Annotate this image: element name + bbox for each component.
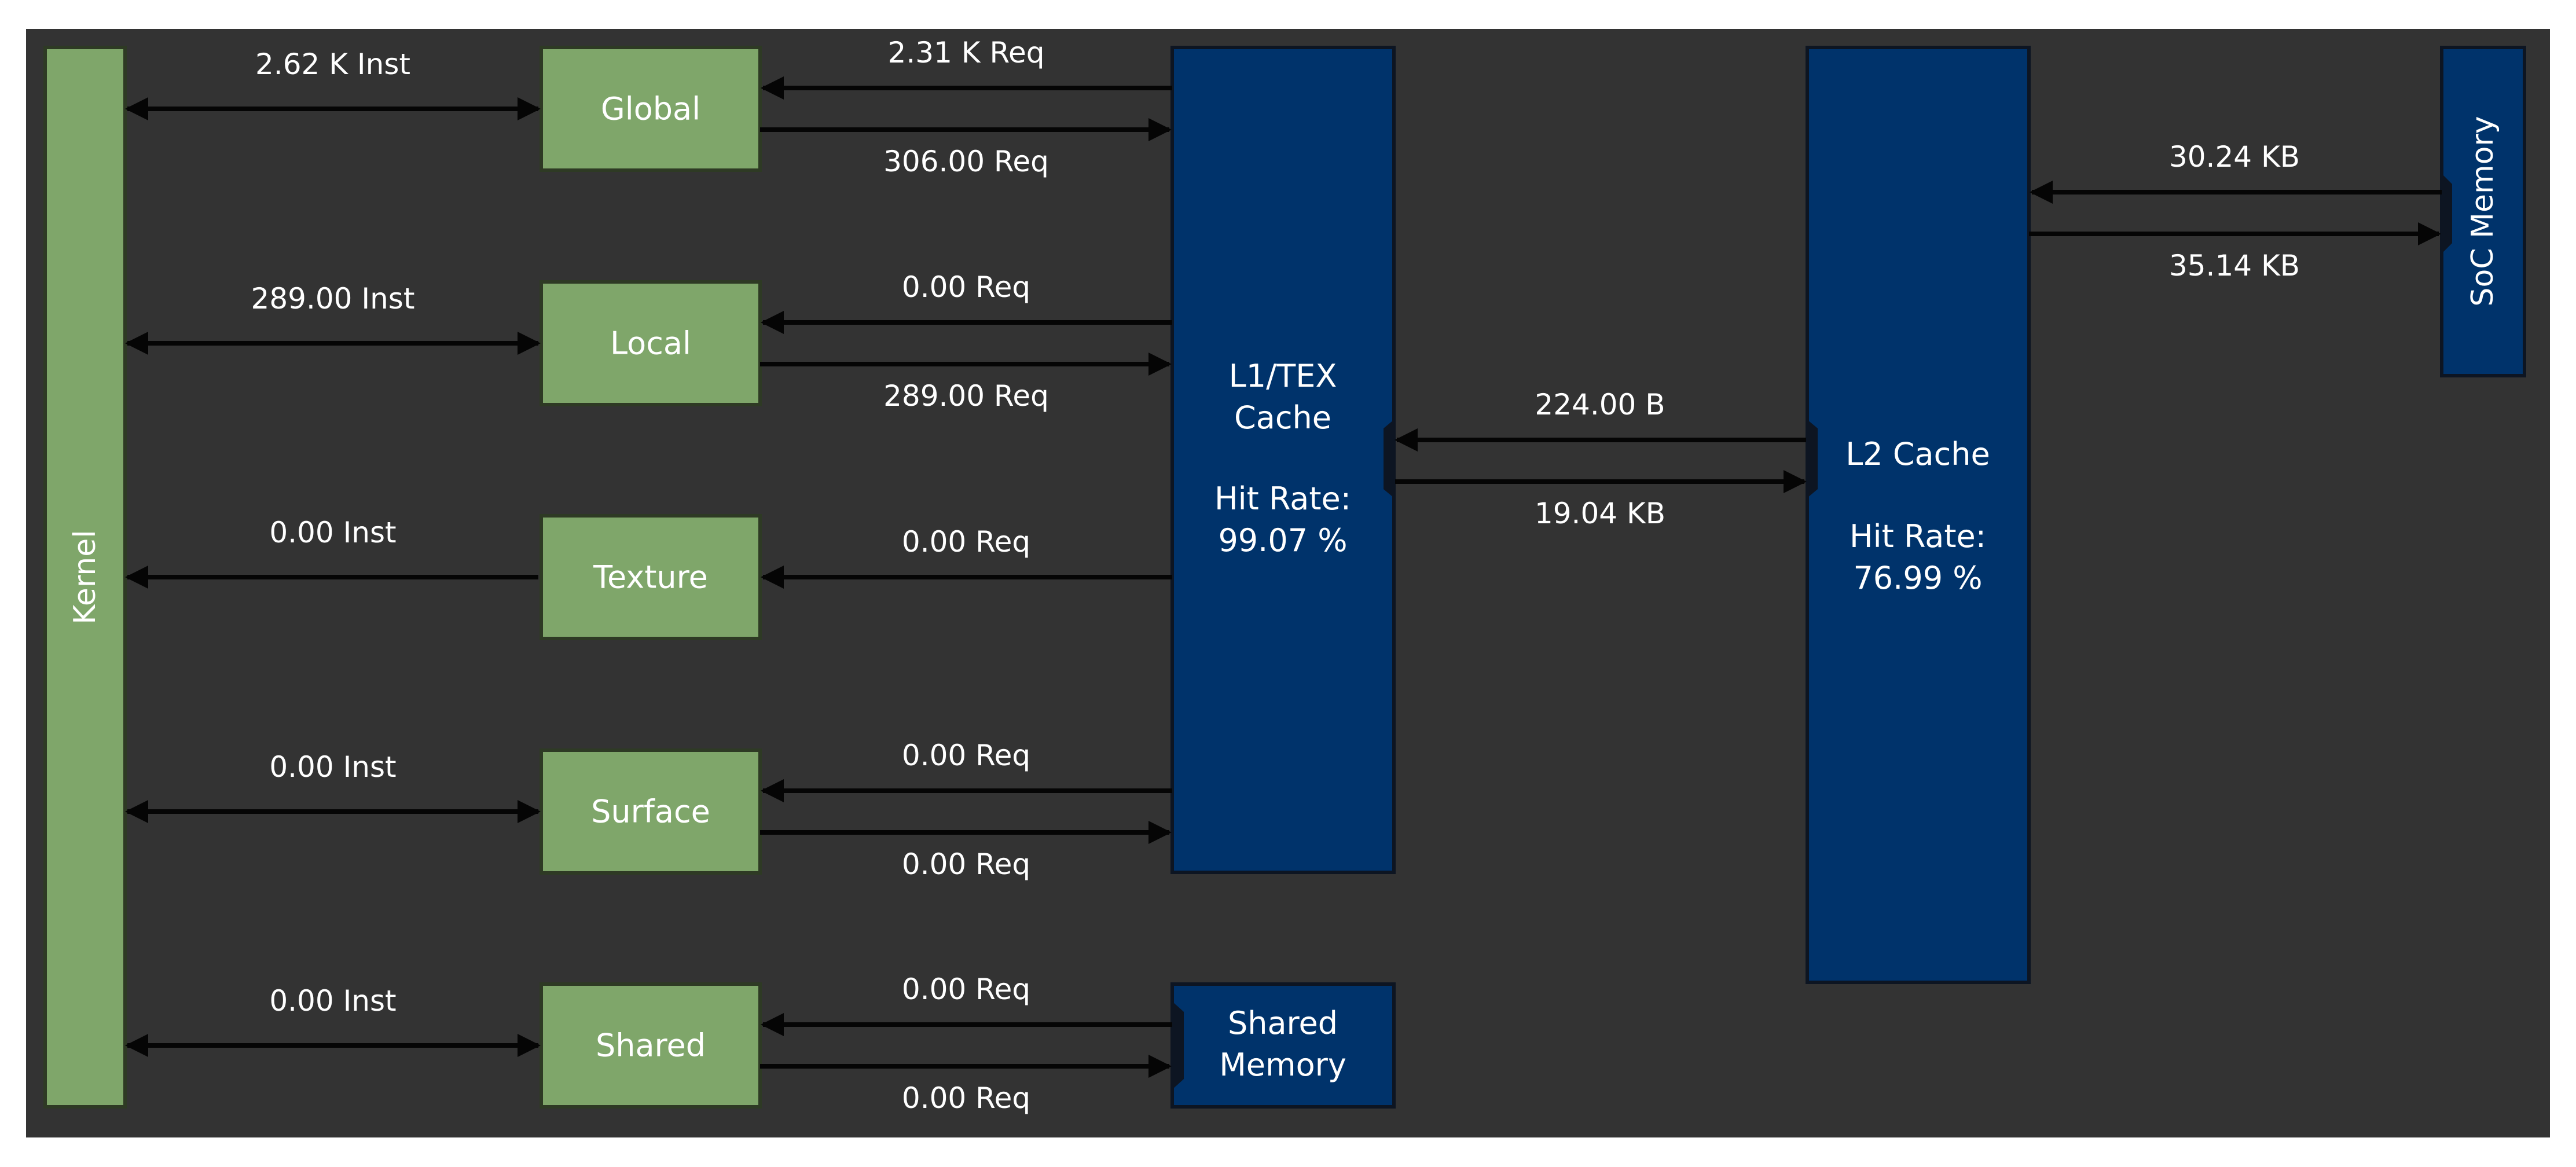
surface-inst-label: 0.00 Inst — [269, 750, 396, 784]
texture-inst-label: 0.00 Inst — [269, 516, 396, 549]
global-inst-label: 2.62 K Inst — [255, 47, 410, 81]
l1-tex-cache-box[interactable] — [1170, 46, 1396, 874]
local-label: Local — [610, 325, 691, 362]
soc-memory-box[interactable] — [2440, 46, 2526, 377]
shared-req-up-label: 0.00 Req — [902, 973, 1030, 1006]
l1-cache-port-notch — [1384, 420, 1394, 498]
shared-memory-box[interactable] — [1170, 982, 1396, 1109]
surface-label: Surface — [591, 794, 710, 830]
l1-cache-title-line1: L1/TEX — [1229, 358, 1337, 394]
shared-req-down-label: 0.00 Req — [902, 1081, 1030, 1115]
l2-cache-box[interactable] — [1806, 46, 2031, 984]
surface-req-up-label: 0.00 Req — [902, 739, 1030, 772]
texture-req-label: 0.00 Req — [902, 525, 1030, 559]
l2-cache-title: L2 Cache — [1845, 436, 1990, 472]
local-inst-label: 289.00 Inst — [251, 282, 415, 315]
kernel-box[interactable] — [43, 46, 127, 1109]
soc-memory-port-notch — [2442, 174, 2452, 254]
kernel-label: Kernel — [68, 530, 102, 624]
shared-inst-label: 0.00 Inst — [269, 984, 396, 1018]
surface-req-down-label: 0.00 Req — [902, 847, 1030, 881]
l2-cache-port-notch — [1807, 420, 1818, 498]
shared-box[interactable] — [540, 982, 762, 1109]
global-req-up-label: 2.31 K Req — [888, 36, 1045, 69]
shared-memory-line1: Shared — [1228, 1005, 1338, 1041]
l1-cache-title-line2: Cache — [1234, 399, 1331, 436]
l1-l2-lower-label: 19.04 KB — [1535, 497, 1665, 530]
shared-memory-line2: Memory — [1219, 1047, 1346, 1083]
l1-l2-upper-label: 224.00 B — [1535, 388, 1665, 421]
global-req-down-label: 306.00 Req — [883, 145, 1049, 178]
texture-label: Texture — [593, 559, 708, 596]
l1-cache-hit-rate-label: Hit Rate: — [1214, 480, 1351, 517]
soc-memory-label: SoC Memory — [2465, 116, 2500, 306]
local-box[interactable] — [540, 280, 762, 406]
local-req-down-label: 289.00 Req — [883, 379, 1049, 413]
surface-box[interactable] — [540, 748, 762, 875]
texture-box[interactable] — [540, 514, 762, 640]
shared-label: Shared — [596, 1027, 706, 1064]
local-req-up-label: 0.00 Req — [902, 270, 1030, 304]
l1-cache-hit-rate-value: 99.07 % — [1218, 522, 1347, 559]
global-box[interactable] — [540, 46, 762, 172]
l2-cache-hit-rate-value: 76.99 % — [1853, 560, 1982, 596]
l2-soc-lower-label: 35.14 KB — [2169, 249, 2300, 282]
global-label: Global — [601, 91, 700, 127]
l2-soc-upper-label: 30.24 KB — [2169, 140, 2300, 174]
l2-cache-hit-rate-label: Hit Rate: — [1850, 518, 1986, 555]
shared-memory-port-notch — [1172, 1001, 1184, 1089]
